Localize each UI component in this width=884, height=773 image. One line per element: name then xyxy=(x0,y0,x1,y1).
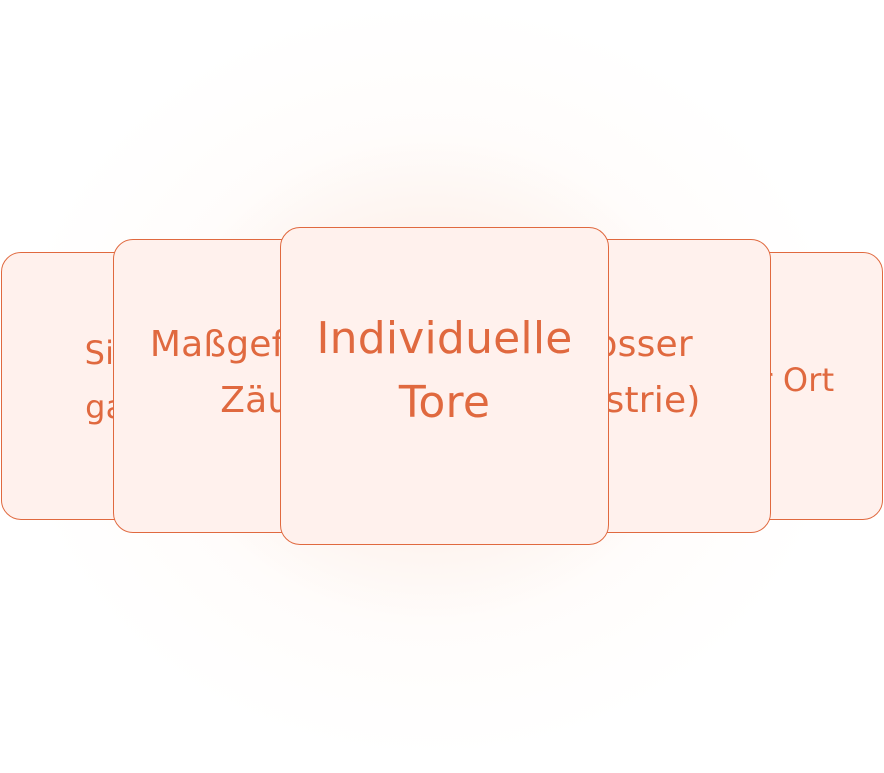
carousel-card-individual-gates[interactable]: Individuelle Tore xyxy=(280,227,609,545)
carousel-card-label-active: Individuelle Tore xyxy=(316,313,573,428)
